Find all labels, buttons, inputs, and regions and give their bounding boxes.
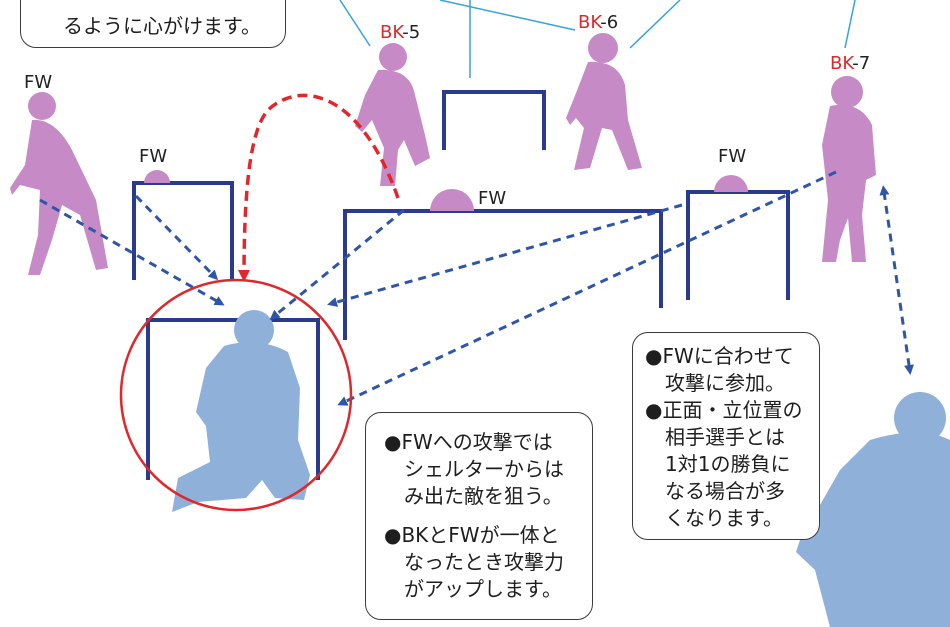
label-bk7: BK-7 bbox=[830, 53, 870, 74]
target-circle bbox=[119, 278, 353, 512]
bk-ally-right bbox=[796, 392, 950, 627]
callout-lines bbox=[339, 0, 856, 78]
note-right-b2-l2: 相手選手とは bbox=[665, 425, 785, 449]
note-center-b1-l2: シェルターからは bbox=[404, 457, 564, 481]
note-right-b2-l3: 1対1の勝負に bbox=[665, 452, 791, 476]
arrow-bk7-vertical bbox=[879, 185, 914, 375]
fw-heads bbox=[144, 170, 748, 211]
note-center-b1-l3: み出た敵を狙う。 bbox=[404, 484, 563, 508]
bullet-icon: ● bbox=[384, 523, 402, 547]
note-right: ●FWに合わせて 攻撃に参加。 ●正面・立位置の 相手選手とは 1対1の勝負に … bbox=[632, 332, 820, 540]
shelter-left-small bbox=[132, 181, 234, 280]
label-fw-right: FW bbox=[718, 146, 747, 167]
arrow-bk7-to-circle bbox=[337, 170, 837, 406]
attack-arrows bbox=[39, 170, 914, 406]
bk-ally-crouching bbox=[172, 310, 310, 512]
bk7-player bbox=[822, 76, 876, 262]
shelter-center-big bbox=[343, 209, 663, 340]
label-bk5: BK-5 bbox=[380, 22, 420, 43]
label-fw-left: FW bbox=[24, 72, 53, 93]
label-bk5-prefix: BK bbox=[380, 22, 403, 43]
allies bbox=[172, 310, 950, 627]
arrow-bk5-to-ally bbox=[269, 208, 405, 320]
label-fw-small: FW bbox=[139, 146, 168, 167]
note-right-b1-l1: ●FWに合わせて bbox=[645, 344, 794, 368]
fw-right-head bbox=[714, 175, 748, 192]
label-bk7-suffix: -7 bbox=[852, 53, 871, 74]
note-center-b2-l1: ●BKとFWが一体と bbox=[384, 523, 560, 547]
note-center-b2-l3: がアップします。 bbox=[404, 577, 562, 601]
red-curved-arrow bbox=[238, 93, 400, 282]
top-note: るように心がけます。 bbox=[20, 0, 286, 48]
bullet-icon: ● bbox=[645, 398, 663, 422]
fw-center-head bbox=[430, 189, 474, 211]
shelter-right bbox=[686, 190, 790, 300]
fw-left-player bbox=[10, 92, 108, 275]
top-note-text: るように心がけます。 bbox=[63, 14, 261, 38]
label-bk6: BK-6 bbox=[578, 12, 618, 33]
note-center-b1-l1: ●FWへの攻撃では bbox=[384, 430, 553, 454]
arrow-fwright-to-big bbox=[327, 203, 683, 307]
arrow-fwleft-to-ally bbox=[39, 198, 225, 306]
bk5-player bbox=[355, 43, 430, 186]
note-right-b2-l4: なる場合が多 bbox=[665, 479, 785, 503]
label-bk6-prefix: BK bbox=[578, 12, 601, 33]
shelter-ally bbox=[146, 318, 320, 480]
opponents bbox=[10, 33, 876, 275]
note-center-b2-l2: なったとき攻撃力 bbox=[404, 550, 564, 574]
arrow-shelter-to-ally bbox=[134, 194, 219, 281]
shelter-top-center bbox=[442, 90, 546, 150]
note-right-b1-l2: 攻撃に参加。 bbox=[665, 371, 785, 395]
note-center: ●FWへの攻撃では シェルターからは み出た敵を狙う。 ●BKとFWが一体と な… bbox=[365, 412, 593, 620]
label-bk5-suffix: -5 bbox=[402, 22, 421, 43]
bullet-icon: ● bbox=[645, 344, 663, 368]
note-right-b2-l1: ●正面・立位置の bbox=[645, 398, 803, 422]
note-right-b2-l5: くなります。 bbox=[665, 506, 783, 530]
fw-small-head bbox=[144, 170, 170, 183]
label-bk7-prefix: BK bbox=[830, 53, 853, 74]
bullet-icon: ● bbox=[384, 430, 402, 454]
bk6-player bbox=[566, 33, 642, 170]
label-bk6-suffix: -6 bbox=[600, 12, 619, 33]
label-fw-center: FW bbox=[478, 188, 507, 209]
